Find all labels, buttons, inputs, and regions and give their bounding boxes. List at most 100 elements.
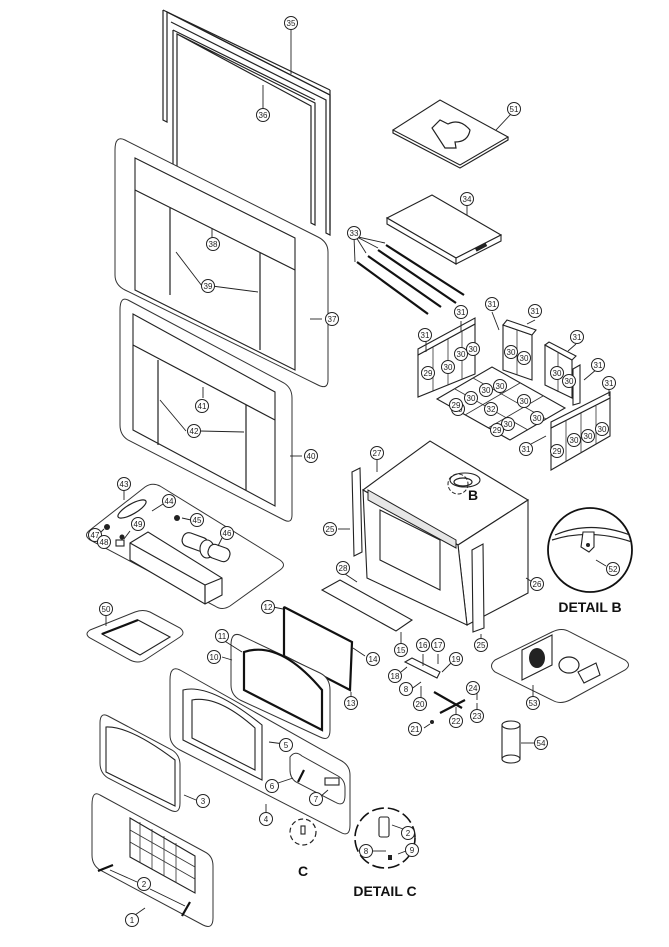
callout-circle xyxy=(479,383,493,397)
callout-circle xyxy=(464,391,478,405)
callout-54: 54 xyxy=(534,736,548,750)
callout-5: 5 xyxy=(279,738,293,752)
callout-6: 6 xyxy=(265,779,279,793)
callout-number: 30 xyxy=(467,394,476,403)
callout-circle xyxy=(470,709,484,723)
callout-number: 37 xyxy=(328,315,337,324)
callout-38: 38 xyxy=(206,237,220,251)
callout-circle xyxy=(431,638,445,652)
callout-34: 34 xyxy=(460,192,474,206)
callout-31: 31 xyxy=(519,442,533,456)
callout-20: 20 xyxy=(413,697,427,711)
callout-number: 16 xyxy=(419,641,428,650)
callout-7: 7 xyxy=(309,792,323,806)
callout-21: 21 xyxy=(408,722,422,736)
callout-circle xyxy=(256,108,270,122)
callout-number: 8 xyxy=(404,685,409,694)
callout-30: 30 xyxy=(562,374,576,388)
callout-circle xyxy=(449,652,463,666)
callout-number: 31 xyxy=(573,333,582,342)
callout-circle xyxy=(413,697,427,711)
callout-25: 25 xyxy=(323,522,337,536)
callout-circle xyxy=(485,297,499,311)
callout-26: 26 xyxy=(530,577,544,591)
callout-circle xyxy=(309,792,323,806)
callout-30: 30 xyxy=(550,366,564,380)
callout-number: 30 xyxy=(570,436,579,445)
callout-number: 31 xyxy=(594,361,603,370)
callout-circle xyxy=(530,411,544,425)
callout-number: 28 xyxy=(339,564,348,573)
ash-lip-15 xyxy=(320,573,414,632)
callout-39: 39 xyxy=(201,279,215,293)
callout-30: 30 xyxy=(567,433,581,447)
callout-circle xyxy=(530,577,544,591)
callout-circle xyxy=(449,398,463,412)
callout-circle xyxy=(562,374,576,388)
callout-number: 30 xyxy=(482,386,491,395)
callout-number: 34 xyxy=(463,195,472,204)
callout-circle xyxy=(474,638,488,652)
callout-number: 53 xyxy=(529,699,538,708)
callout-10: 10 xyxy=(207,650,221,664)
callout-number: 30 xyxy=(457,350,466,359)
callout-13: 13 xyxy=(344,696,358,710)
callout-number: 3 xyxy=(201,797,206,806)
callout-number: 31 xyxy=(531,307,540,316)
callout-number: 25 xyxy=(326,525,335,534)
callout-52: 52 xyxy=(606,562,620,576)
callout-circle xyxy=(570,330,584,344)
callout-circle xyxy=(97,535,111,549)
callout-circle xyxy=(606,562,620,576)
callout-number: 24 xyxy=(469,684,478,693)
callout-number: 45 xyxy=(193,516,202,525)
callout-circle xyxy=(366,652,380,666)
callout-circle xyxy=(441,360,455,374)
baffle-board-34 xyxy=(385,194,503,265)
callout-number: 30 xyxy=(584,432,593,441)
callout-circle xyxy=(550,444,564,458)
callout-number: 36 xyxy=(259,111,268,120)
callout-31: 31 xyxy=(570,330,584,344)
callout-circle xyxy=(602,376,616,390)
callout-circle xyxy=(581,429,595,443)
callout-number: 49 xyxy=(134,520,143,529)
callout-circle xyxy=(99,602,113,616)
callout-circle xyxy=(507,102,521,116)
callout-circle xyxy=(526,696,540,710)
callout-circle xyxy=(528,304,542,318)
callout-30: 30 xyxy=(479,383,493,397)
callout-circle xyxy=(279,738,293,752)
callout-45: 45 xyxy=(190,513,204,527)
callout-circle xyxy=(187,424,201,438)
callout-number: 30 xyxy=(565,377,574,386)
callout-number: 18 xyxy=(391,672,400,681)
callout-number: 51 xyxy=(510,105,519,114)
callout-circle xyxy=(196,794,210,808)
callout-12: 12 xyxy=(261,600,275,614)
callout-number: 48 xyxy=(100,538,109,547)
callout-circle xyxy=(501,417,515,431)
callout-number: 27 xyxy=(373,449,382,458)
callout-circle xyxy=(195,399,209,413)
callout-8: 8 xyxy=(399,682,413,696)
callout-circle xyxy=(117,477,131,491)
callout-44: 44 xyxy=(162,494,176,508)
callout-circle xyxy=(125,913,139,927)
callout-16: 16 xyxy=(416,638,430,652)
callout-3: 3 xyxy=(196,794,210,808)
callout-23: 23 xyxy=(470,709,484,723)
callout-number: 32 xyxy=(487,405,496,414)
callout-19: 19 xyxy=(449,652,463,666)
air-wash-plate-12 xyxy=(282,606,354,692)
callout-number: 30 xyxy=(469,345,478,354)
callout-51: 51 xyxy=(507,102,521,116)
callout-circle xyxy=(284,16,298,30)
callout-circle xyxy=(517,394,531,408)
callout-number: 30 xyxy=(444,363,453,372)
callout-46: 46 xyxy=(220,526,234,540)
callout-number: 29 xyxy=(493,426,502,435)
callout-number: 17 xyxy=(434,641,443,650)
